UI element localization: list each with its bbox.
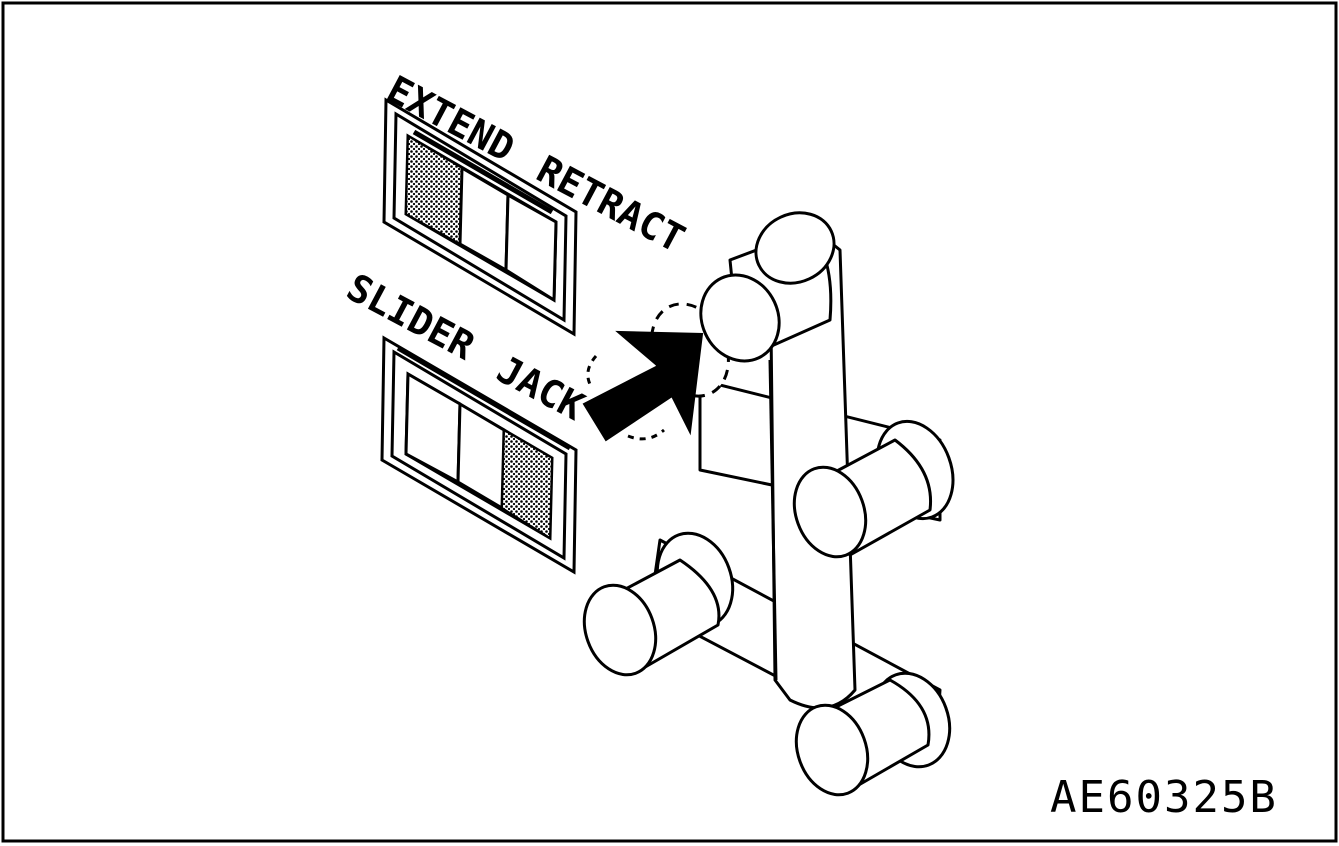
right-knob [792, 419, 955, 559]
slider-jack-switch [380, 335, 578, 575]
figure-code: AE60325B [1050, 772, 1278, 823]
bottom-knob [794, 671, 952, 797]
left-knob [582, 531, 735, 677]
push-arrow-icon [582, 330, 704, 442]
extend-retract-switch [382, 97, 578, 337]
retract-segment [504, 192, 558, 303]
top-knob [650, 211, 836, 398]
jack-segment-shaded [500, 428, 554, 540]
knob-assembly [582, 211, 955, 797]
